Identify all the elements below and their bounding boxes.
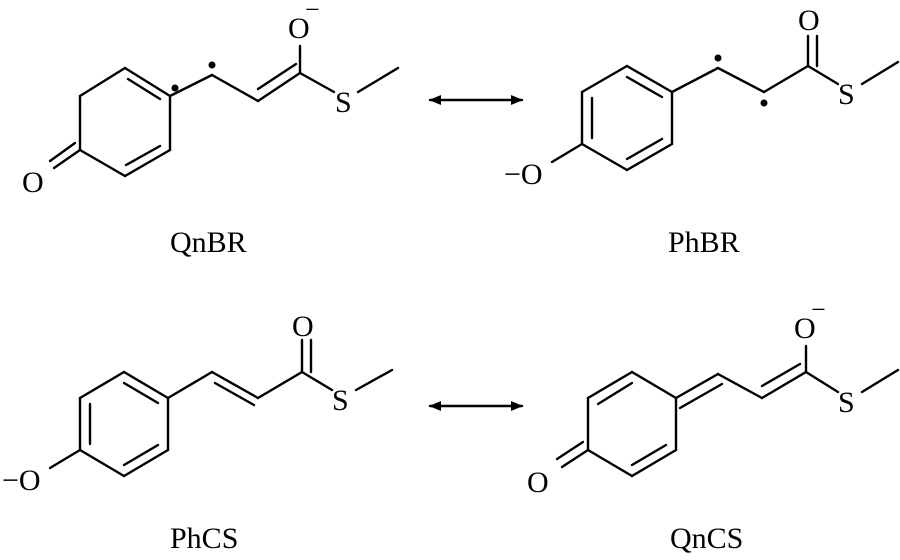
sulfur-atom: S [838, 78, 855, 111]
anionic-oxygen: O [794, 312, 816, 345]
structure-phbr: −O O S [504, 4, 900, 191]
sulfur-atom: S [335, 86, 352, 119]
anionic-oxygen: O [288, 12, 310, 45]
carbonyl-oxygen: O [292, 310, 314, 343]
label-phbr: PhBR [668, 226, 740, 259]
sulfur-atom: S [332, 384, 349, 417]
phenoxide-oxygen: −O [2, 464, 41, 497]
radical-dot [208, 61, 216, 69]
radical-dot [760, 99, 768, 107]
ring-oxygen: O [22, 166, 44, 199]
radical-dot [714, 54, 722, 62]
label-qncs: QnCS [670, 522, 743, 555]
structure-phcs: −O O S [2, 310, 394, 497]
radical-dot [171, 84, 179, 92]
label-phcs: PhCS [170, 522, 238, 555]
structure-qnbr: O O − S [22, 0, 400, 199]
structure-qncs: O O − S [527, 295, 900, 499]
label-qnbr: QnBR [170, 226, 247, 259]
oxygen-minus-sign: − [305, 0, 320, 24]
oxygen-minus-sign: − [811, 295, 826, 324]
ring-oxygen: O [527, 466, 549, 499]
carbonyl-oxygen: O [798, 4, 820, 37]
phenoxide-oxygen: −O [504, 158, 543, 191]
sulfur-atom: S [838, 386, 855, 419]
